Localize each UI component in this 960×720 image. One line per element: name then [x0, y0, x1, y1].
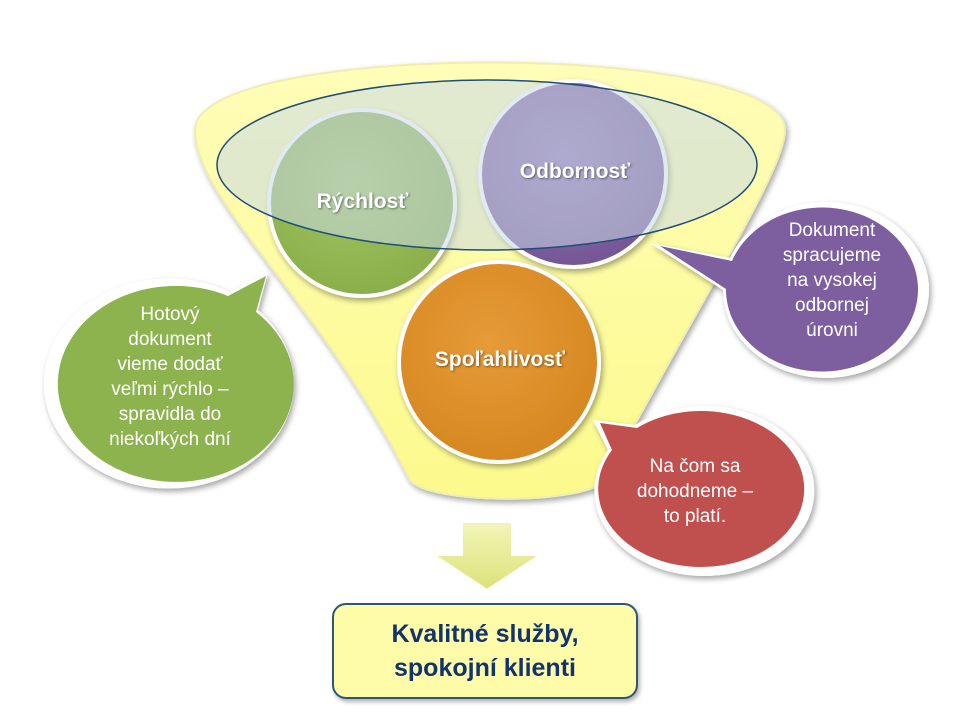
result-box: Kvalitné služby, spokojní klienti	[332, 603, 638, 699]
purple-line-2: spracujeme	[782, 245, 882, 266]
result-line-2: spokojní klienti	[394, 654, 576, 682]
red-line-1: Na čom sa	[649, 456, 741, 477]
red-bubble-text: Na čom sa dohodneme – to platí.	[610, 454, 780, 529]
funnel-rim	[216, 79, 758, 251]
green-line-6: niekoľkých dní	[109, 429, 231, 450]
green-line-5: spravidla do	[118, 404, 222, 425]
result-line-1: Kvalitné služby,	[391, 620, 579, 648]
spolahlivost-label: Spoľahlivosť	[434, 348, 566, 371]
green-line-4: veľmi rýchlo –	[111, 379, 229, 400]
green-line-2: dokument	[128, 329, 212, 350]
purple-line-1: Dokument	[788, 220, 876, 241]
down-arrow	[430, 521, 544, 592]
rychlost-label: Rýchlosť	[316, 190, 409, 213]
odbornost-label: Odbornosť	[519, 160, 631, 183]
spolahlivost-circle	[397, 260, 601, 464]
green-bubble-text: Hotový dokument vieme dodať veľmi rýchlo…	[70, 302, 270, 452]
red-line-3: to platí.	[663, 506, 727, 527]
purple-line-4: odbornej	[795, 295, 869, 316]
purple-bubble-text: Dokument spracujeme na vysokej odbornej …	[752, 218, 912, 343]
red-line-2: dohodneme –	[636, 481, 754, 502]
green-line-1: Hotový	[140, 304, 200, 325]
purple-line-5: úrovni	[806, 320, 858, 341]
purple-line-3: na vysokej	[787, 270, 877, 291]
green-line-3: vieme dodať	[117, 354, 223, 375]
